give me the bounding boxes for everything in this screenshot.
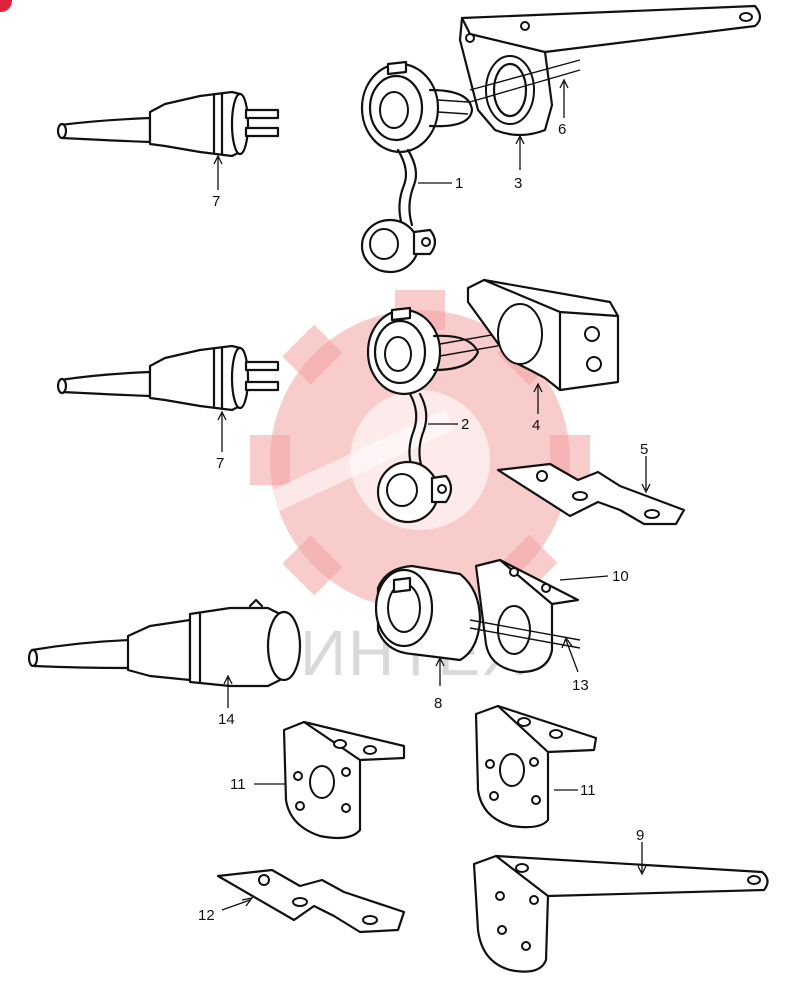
callout-4: 4	[532, 417, 540, 434]
callout-14: 13	[572, 677, 589, 694]
plug-7-middle	[56, 344, 280, 412]
bracket-3	[458, 4, 762, 137]
plug-7-top	[56, 90, 280, 158]
bracket-11	[474, 704, 598, 829]
callout-6: 6	[558, 121, 566, 138]
socket-2	[366, 306, 521, 524]
callout-8: 8	[434, 695, 442, 712]
strap-5	[496, 462, 686, 526]
callout-11: 11	[580, 782, 596, 799]
callout-2: 2	[461, 416, 469, 433]
bracket-9	[472, 854, 769, 973]
callout-9: 9	[636, 827, 644, 844]
leader-15	[223, 674, 233, 708]
leader-13	[221, 897, 254, 911]
callout-7b: 7	[216, 455, 224, 472]
leader-7a	[213, 154, 223, 190]
callout-3: 3	[514, 175, 522, 192]
leader-14	[561, 636, 579, 673]
callout-10: 10	[612, 568, 629, 585]
bracket-12	[282, 720, 406, 840]
callout-13: 12	[198, 907, 215, 924]
strap-13	[216, 868, 406, 934]
leader-8	[435, 656, 445, 686]
bracket-10	[469, 558, 581, 674]
callout-1: 1	[455, 175, 463, 192]
callout-7a: 7	[212, 193, 220, 210]
bracket-4	[466, 278, 620, 392]
socket-1	[360, 60, 474, 274]
leader-4	[533, 382, 543, 414]
leader-3	[515, 134, 525, 170]
leader-9	[637, 842, 647, 876]
callout-15: 14	[218, 711, 235, 728]
callout-12: 11	[230, 776, 246, 793]
socket-8	[374, 564, 482, 662]
leader-10	[559, 575, 609, 581]
plug-15	[27, 598, 302, 688]
leader-6	[559, 78, 569, 118]
callout-5: 5	[640, 441, 648, 458]
leader-5	[641, 456, 651, 494]
leader-7b	[217, 410, 227, 452]
